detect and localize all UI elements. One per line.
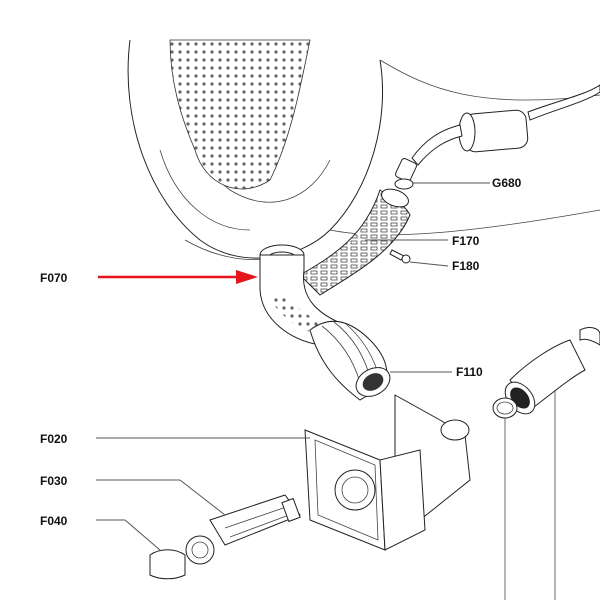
label-f030: F030 bbox=[40, 474, 68, 488]
label-f020: F020 bbox=[40, 432, 68, 446]
pump-f040 bbox=[149, 535, 215, 580]
drain-hose-assembly bbox=[492, 327, 600, 600]
label-f110: F110 bbox=[456, 365, 483, 379]
label-f170: F170 bbox=[452, 234, 480, 248]
label-f040: F040 bbox=[40, 514, 68, 528]
drum-tub bbox=[127, 39, 600, 261]
leader-lines bbox=[96, 182, 490, 551]
pump-housing-f020 bbox=[304, 394, 471, 551]
label-f180: F180 bbox=[452, 259, 480, 273]
highlight-arrow bbox=[98, 270, 258, 284]
hose-assembly-g680 bbox=[394, 84, 600, 190]
filter-f030 bbox=[209, 494, 301, 546]
sleeve-f110 bbox=[309, 320, 391, 401]
label-g680: G680 bbox=[492, 176, 522, 190]
screw-f180 bbox=[389, 249, 411, 264]
drum-perforation bbox=[169, 39, 311, 190]
corrugated-hose-f170 bbox=[299, 188, 411, 296]
label-f070: F070 bbox=[40, 271, 68, 285]
